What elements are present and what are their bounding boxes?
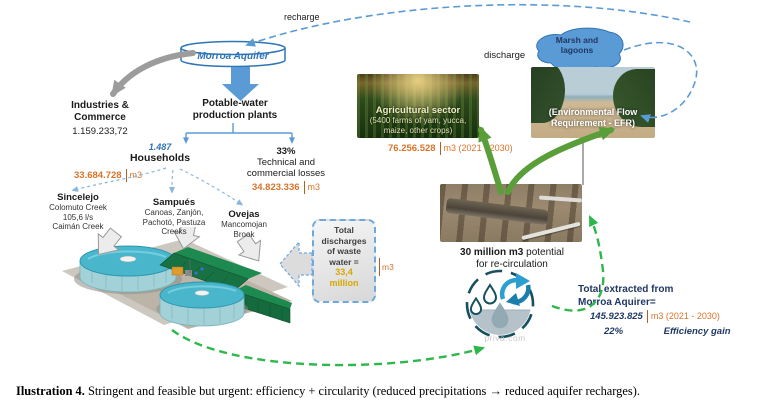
figure-caption: Ilustration 4. Stringent and feasible bu…: [16, 384, 760, 399]
households-count: 1.487: [148, 142, 172, 152]
industries-title: Industries &Commerce: [71, 100, 129, 123]
losses-percent: 33%: [276, 146, 296, 157]
treatment-plant-illustration: [56, 227, 292, 331]
caption-label: Ilustration 4.: [16, 384, 85, 398]
extraction-line-2: Morroa Aquirer=: [578, 297, 656, 308]
efr-label-1: (Environmental Flow: [548, 107, 638, 117]
extraction-gain: 22% Efficiency gain: [604, 326, 731, 337]
industries-value: 1.159.233,72: [72, 126, 128, 137]
watermark: priva.com: [484, 333, 526, 343]
agriculture-title: Agricultural sector: [375, 105, 461, 116]
agriculture-subtitle-1: (5400 farms of yam, yucca,: [369, 116, 467, 125]
irrigation-pipe-icon: [521, 221, 581, 240]
efr-photo: (Environmental Flow Requirement - EFR): [531, 67, 655, 138]
water-recycle-icon: [450, 268, 556, 346]
cylinder-shape-icon: [180, 40, 286, 68]
waste-discharge-box: Total discharges of waste water = 33,4 m…: [312, 219, 376, 303]
municipality-name: Sampués: [152, 197, 196, 208]
efr-label-2: Requirement - EFR): [550, 118, 635, 128]
industries-block: Industries &Commerce 1.159.233,72: [44, 100, 156, 137]
plants-bracket: [186, 123, 292, 134]
municipality-name: Ovejas: [228, 209, 260, 220]
waste-unit: m3: [379, 258, 394, 276]
extraction-line-1: Total extracted from: [578, 284, 674, 295]
recirculation-caption: 30 million m3 potential for re-circulati…: [460, 247, 564, 270]
treatment-plant-icon: [62, 227, 292, 329]
irrigation-ditch-icon: [445, 197, 549, 225]
aquifer-down-arrow: [222, 67, 259, 101]
to-agriculture-arrow: [478, 125, 504, 195]
irrigation-pipe2-icon: [539, 195, 582, 203]
households-to-sampues-arrow: [169, 169, 176, 194]
extraction-block: Total extracted from Morroa Aquirer= 145…: [578, 284, 763, 337]
agriculture-subtitle-2: maize, other crops): [383, 125, 453, 135]
municipality-name: Sincelejo: [57, 192, 99, 203]
aquifer-cylinder: [178, 40, 288, 70]
discharge-label: discharge: [484, 50, 526, 61]
agriculture-photo: Agricultural sector (5400 farms of yam, …: [357, 74, 479, 138]
to-efr-arrow: [505, 126, 616, 195]
irrigation-photo: [440, 184, 582, 242]
aquifer-label: Morroa Aquifer: [197, 51, 269, 62]
caption-text: Stringent and feasible but urgent: effic…: [87, 384, 640, 398]
recirculation-sweep-arrow: [171, 329, 486, 367]
households-block: 1.487 Households: [100, 142, 220, 164]
recharge-label: recharge: [284, 12, 320, 22]
households-label: Households: [129, 152, 191, 164]
